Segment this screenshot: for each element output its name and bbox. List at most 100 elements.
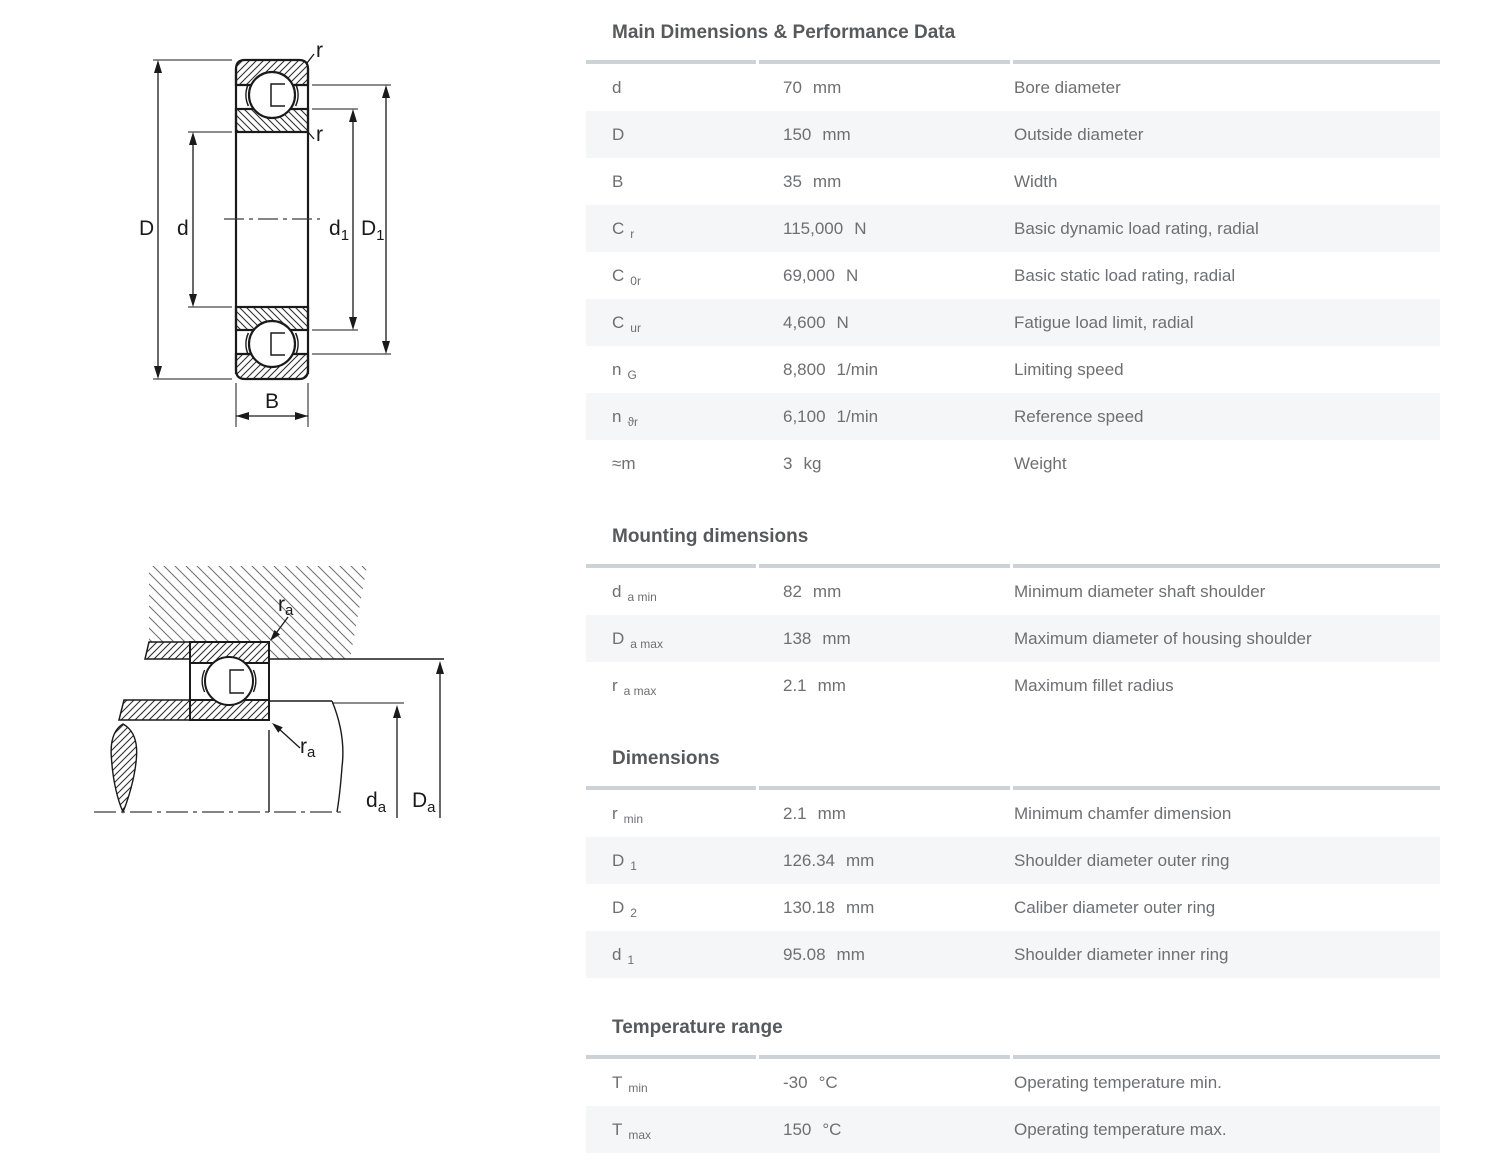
unit: mm	[846, 850, 875, 870]
mounted-bearing	[189, 641, 270, 721]
value-cell: 82 mm	[759, 582, 1013, 602]
divider-segment	[1013, 60, 1440, 64]
value: 138	[783, 628, 812, 648]
cage-arc	[294, 83, 299, 107]
description: Basic dynamic load rating, radial	[1014, 218, 1259, 238]
unit: mm	[817, 803, 846, 823]
symbol: T	[612, 1072, 623, 1092]
divider-segment	[759, 60, 1010, 64]
symbol-subscript: ϑr	[627, 414, 639, 429]
symbol: C	[612, 265, 625, 285]
symbol-subscript: r	[630, 226, 635, 241]
description: Width	[1014, 171, 1058, 191]
description: Minimum diameter shaft shoulder	[1014, 581, 1266, 601]
label-r-top: r	[316, 42, 323, 62]
label-B: B	[265, 390, 279, 413]
symbol: r	[612, 675, 618, 695]
extension-lines	[153, 59, 391, 427]
ball	[204, 656, 254, 706]
value: 69,000	[783, 265, 835, 285]
divider-segment	[759, 1055, 1010, 1059]
unit: mm	[817, 675, 846, 695]
description: Operating temperature max.	[1014, 1119, 1227, 1139]
unit: °C	[818, 1072, 838, 1092]
cage-arc	[245, 83, 250, 107]
divider-segment	[1013, 786, 1440, 790]
unit: mm	[836, 944, 865, 964]
description: Shoulder diameter inner ring	[1014, 944, 1229, 964]
symbol: T	[612, 1119, 623, 1139]
unit: 1/min	[836, 406, 879, 426]
dimension-lines	[157, 53, 387, 417]
symbol-subscript: max	[628, 1127, 652, 1142]
divider-segment	[759, 786, 1010, 790]
description: Reference speed	[1014, 406, 1144, 426]
symbol: d	[612, 944, 622, 964]
value: 150	[783, 124, 812, 144]
value-cell: 35 mm	[759, 172, 1013, 192]
unit: mm	[812, 171, 842, 191]
unit: °C	[822, 1119, 842, 1139]
symbol: D	[612, 628, 625, 648]
shaft-break-section	[110, 723, 138, 814]
divider-segment	[1013, 1055, 1440, 1059]
description: Maximum diameter of housing shoulder	[1014, 628, 1312, 648]
symbol: D	[612, 124, 625, 144]
value: 2.1	[783, 803, 807, 823]
unit: N	[836, 312, 849, 332]
symbol-subscript: min	[623, 811, 644, 826]
value: 35	[783, 171, 802, 191]
label-D1: D1	[361, 217, 385, 244]
label-Da: Da	[412, 789, 436, 816]
value: 3	[783, 453, 793, 473]
symbol-subscript: a max	[623, 683, 657, 698]
value-cell: 126.34 mm	[759, 851, 1013, 871]
description: Caliber diameter outer ring	[1014, 897, 1216, 917]
divider-segment	[586, 1055, 756, 1059]
value-cell: 2.1 mm	[759, 804, 1013, 824]
description: Fatigue load limit, radial	[1014, 312, 1194, 332]
symbol-subscript: 1	[627, 952, 635, 967]
label-D: D	[139, 217, 154, 240]
section-title: Main Dimensions & Performance Data	[612, 22, 956, 43]
value: 130.18	[783, 897, 835, 917]
label-da: da	[366, 789, 387, 816]
value: -30	[783, 1072, 808, 1092]
symbol-subscript: min	[628, 1080, 648, 1095]
symbol-subscript: G	[627, 367, 637, 382]
label-ra-top: ra	[278, 593, 294, 619]
unit: mm	[812, 581, 842, 601]
symbol: n	[612, 359, 622, 379]
symbol: D	[612, 897, 625, 917]
shaft-surface	[269, 700, 344, 813]
mounting-drawing: ra ra da Da	[94, 566, 444, 818]
symbol-subscript: 1	[630, 858, 637, 873]
mounting-diagram: ra ra da Da	[92, 560, 467, 837]
value: 6,100	[783, 406, 826, 426]
value: 126.34	[783, 850, 835, 870]
value-cell: -30 °C	[759, 1073, 1013, 1093]
cage-arc	[294, 332, 299, 356]
value: 82	[783, 581, 802, 601]
symbol-cell: B	[586, 172, 759, 192]
spec-row: B 35 mm Width	[586, 158, 1440, 205]
value-cell: 6,100 1/min	[759, 407, 1013, 427]
